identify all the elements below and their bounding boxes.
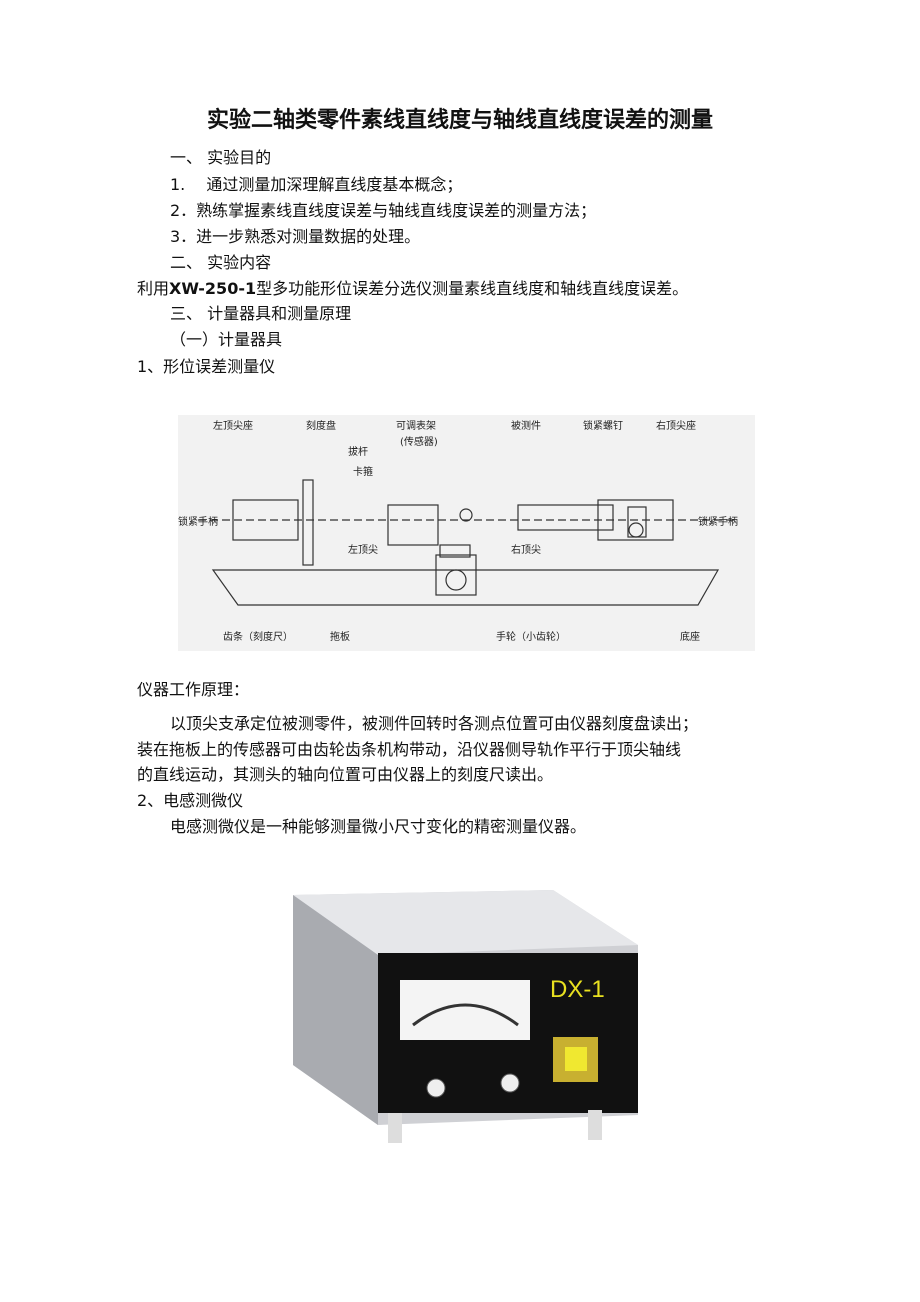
model-label: DX-1: [550, 976, 605, 1003]
section-heading: 一、 实验目的: [170, 148, 272, 167]
svg-text:拖板: 拖板: [330, 630, 350, 643]
paragraph-line: 以顶尖支承定位被测零件，被测件回转时各测点位置可由仪器刻度盘读出；: [170, 714, 699, 733]
svg-text:左顶尖座: 左顶尖座: [213, 419, 253, 432]
svg-text:(传感器): (传感器): [400, 435, 438, 448]
subheading: 1、形位误差测量仪: [137, 357, 276, 376]
section-heading: 三、 计量器具和测量原理: [170, 304, 352, 323]
svg-text:拔杆: 拔杆: [348, 445, 368, 458]
svg-text:齿条（刻度尺）: 齿条（刻度尺）: [223, 630, 293, 643]
svg-text:底座: 底座: [680, 630, 700, 643]
paragraph: 利用XW-250-1型多功能形位误差分选仪测量素线直线度和轴线直线度误差。: [137, 279, 689, 298]
section-heading: 二、 实验内容: [170, 253, 272, 272]
svg-text:锁紧手柄: 锁紧手柄: [698, 515, 738, 528]
svg-text:锁紧螺钉: 锁紧螺钉: [583, 419, 623, 432]
svg-text:右顶尖座: 右顶尖座: [656, 419, 696, 432]
subheading: 仪器工作原理：: [137, 680, 250, 699]
svg-text:可调表架: 可调表架: [396, 419, 436, 432]
list-item: 3．进一步熟悉对测量数据的处理。: [170, 227, 421, 246]
paragraph: 电感测微仪是一种能够测量微小尺寸变化的精密测量仪器。: [170, 817, 587, 836]
list-item: 1. 通过测量加深理解直线度基本概念；: [170, 175, 463, 194]
paragraph-line: 的直线运动，其测头的轴向位置可由仪器上的刻度尺读出。: [137, 765, 554, 784]
svg-text:卡箍: 卡箍: [353, 465, 373, 478]
inductance-micrometer-image: DX-1: [293, 890, 638, 1143]
svg-text:左顶尖: 左顶尖: [348, 543, 378, 556]
svg-text:锁紧手柄: 锁紧手柄: [178, 515, 218, 528]
svg-text:手轮（小齿轮）: 手轮（小齿轮）: [496, 630, 566, 643]
svg-text:右顶尖: 右顶尖: [511, 543, 541, 556]
paragraph-line: 装在拖板上的传感器可由齿轮齿条机构带动，沿仪器侧导轨作平行于顶尖轴线: [137, 740, 682, 759]
diagram-labels: 左顶尖座刻度盘 可调表架(传感器) 被测件锁紧螺钉 右顶尖座拔杆 卡箍锁紧手柄 …: [178, 419, 738, 643]
list-item: 2．熟练掌握素线直线度误差与轴线直线度误差的测量方法；: [170, 201, 597, 220]
page-title: 实验二轴类零件素线直线度与轴线直线度误差的测量: [206, 108, 713, 133]
svg-text:被测件: 被测件: [511, 419, 541, 432]
subheading: 2、电感测微仪: [137, 791, 244, 810]
measuring-instrument-diagram: 左顶尖座刻度盘 可调表架(传感器) 被测件锁紧螺钉 右顶尖座拔杆 卡箍锁紧手柄 …: [178, 415, 755, 651]
svg-text:刻度盘: 刻度盘: [306, 419, 336, 432]
subheading: （一）计量器具: [170, 330, 283, 349]
